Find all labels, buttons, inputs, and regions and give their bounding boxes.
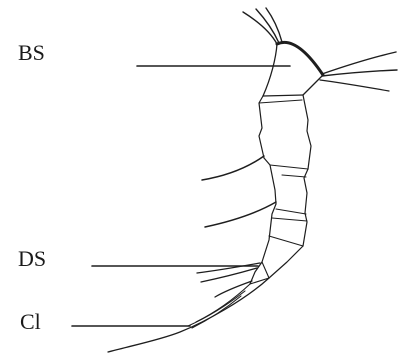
distal-segment xyxy=(250,236,303,284)
claw xyxy=(108,278,269,352)
basal-segment xyxy=(263,42,323,96)
lateral-setae xyxy=(197,156,276,297)
segment-4 xyxy=(262,204,307,262)
segment-2 xyxy=(259,95,311,169)
